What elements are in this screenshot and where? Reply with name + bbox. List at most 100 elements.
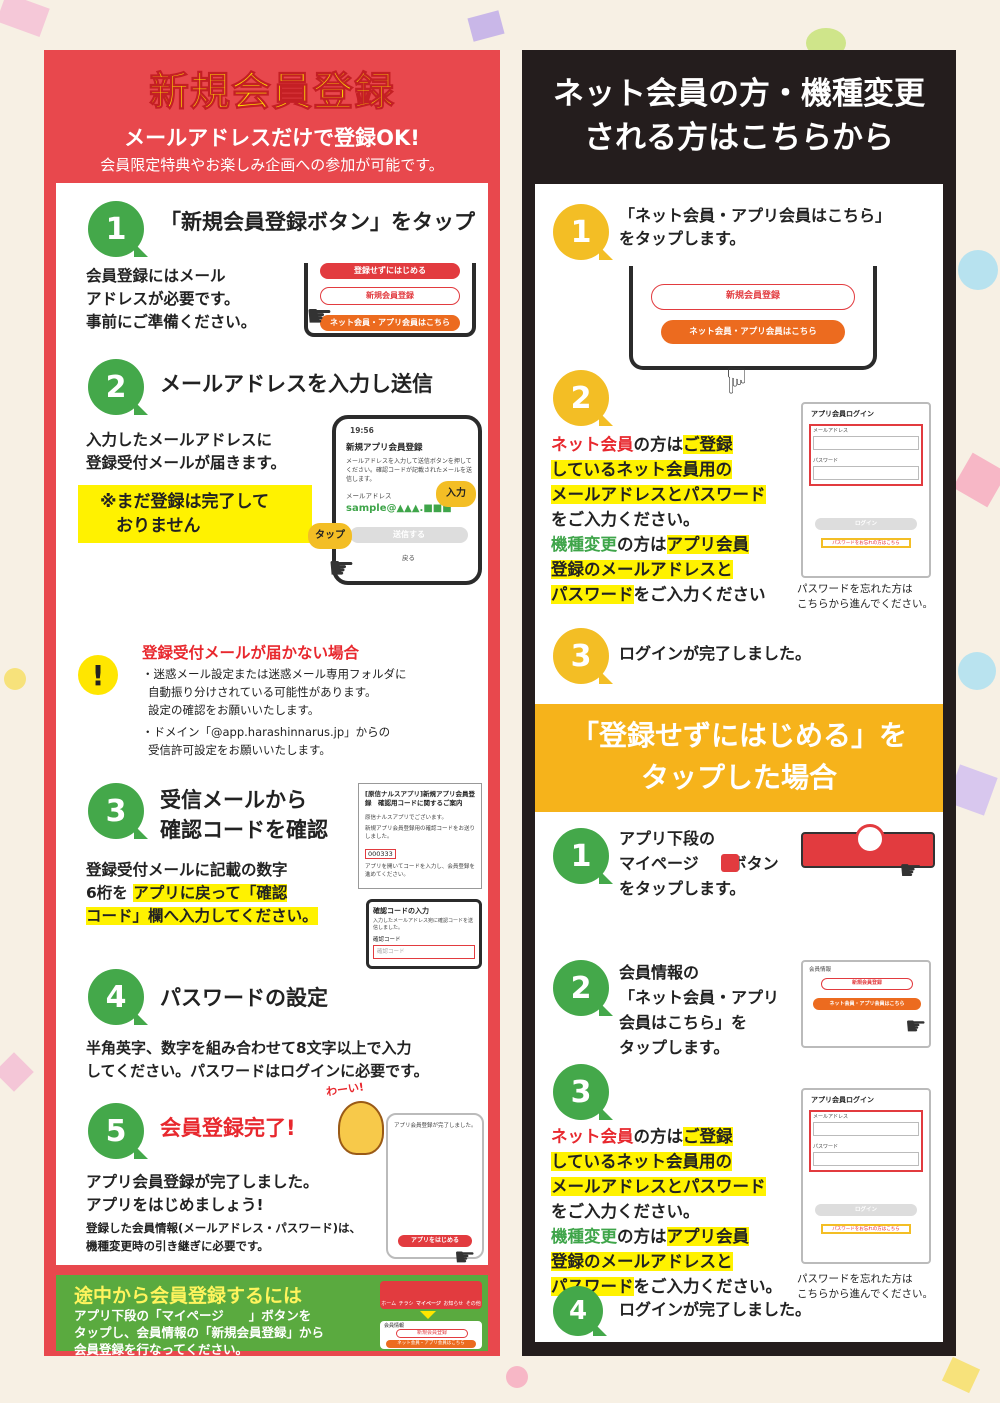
net-member-panel: ネット会員の方・機種変更 される方はこちらから 1 「ネット会員・アプリ会員はこ… — [522, 50, 956, 1356]
forgot-caption: パスワードを忘れた方は こちらから進んでください。 — [797, 582, 933, 612]
new-member-register-button[interactable]: 新規会員登録 — [821, 978, 913, 990]
code-screen-desc: 入力したメールアドレス宛に確認コードを送信しました。 — [373, 918, 474, 931]
password-label: パスワード — [813, 1144, 839, 1150]
start-app-button[interactable]: アプリをはじめる — [398, 1235, 472, 1247]
status-time: 19:56 — [350, 426, 374, 435]
text-line: ・迷惑メール設定または迷惑メール専用フォルダに — [142, 667, 407, 681]
tab-other[interactable]: その他 — [465, 1301, 481, 1307]
step5-text: アプリ会員登録が完了しました。 アプリをはじめましょう! — [86, 1171, 319, 1217]
net-member-button[interactable]: ネット会員・アプリ会員はこちら — [320, 315, 460, 331]
member-info-label: 会員情報 — [384, 1323, 405, 1329]
text-segment: ネット会員 — [551, 435, 634, 454]
text-line: コード」欄へ入力してください。 — [86, 905, 318, 928]
forgot-password-link[interactable]: パスワードをお忘れの方はこちら — [821, 538, 911, 548]
midway-text: アプリ下段の「マイページ 」ボタンを タップし、会員情報の「新規会員登録」から … — [74, 1307, 324, 1358]
pointing-hand-icon: ☛ — [306, 299, 333, 334]
step5-title: 会員登録完了! — [160, 1116, 296, 1140]
step1-text: 会員登録にはメール アドレスが必要です。 事前にご準備ください。 — [86, 265, 256, 334]
step-number-badge: 4 — [553, 1286, 607, 1336]
pointing-hand-icon: ☛ — [899, 856, 923, 886]
text-segment: の方は — [633, 435, 684, 454]
text-line: ※まだ登録は完了して — [100, 492, 270, 512]
net-member-button[interactable]: ネット会員・アプリ会員はこちら — [661, 320, 845, 344]
text-segment: をご入力ください — [633, 585, 766, 604]
login-button[interactable]: ログイン — [815, 1204, 917, 1216]
login-button[interactable]: ログイン — [815, 518, 917, 530]
login-fields-highlight — [809, 1110, 923, 1172]
stepB2-text: 会員情報の 「ネット会員・アプリ 会員はこちら」を タップします。 — [619, 960, 779, 1060]
text-line: 機種変更の方はアプリ会員 — [551, 532, 766, 557]
start-without-register-button[interactable]: 登録せずにはじめる — [320, 263, 460, 279]
email-field[interactable] — [813, 436, 919, 450]
new-member-header: 新規会員登録 メールアドレスだけで登録OK! 会員限定特典やお楽しみ企画への参加… — [44, 50, 500, 175]
net-member-header: ネット会員の方・機種変更 される方はこちらから — [522, 72, 956, 160]
send-button[interactable]: 送信する — [350, 527, 468, 543]
text-line: ネット会員の方はご登録 — [551, 432, 766, 457]
email-field[interactable]: sample@▲▲▲.■■■ — [346, 503, 452, 514]
member-info-label: 会員情報 — [809, 967, 832, 973]
confetti-decoration — [952, 452, 1000, 508]
mypage-tab-highlight[interactable] — [855, 824, 885, 854]
text-line: こちらから進んでください。 — [797, 598, 933, 610]
pointing-hand-icon: ☛ — [454, 1243, 476, 1271]
text-line: 機種変更時の引き継ぎに必要です。 — [86, 1239, 269, 1253]
text-segment: 機種変更 — [551, 535, 617, 554]
complete-screen-screenshot: アプリ会員登録が完了しました。 アプリをはじめる — [386, 1113, 484, 1259]
text-line: 受信メールから — [160, 788, 307, 812]
net-member-button[interactable]: ネット会員・アプリ会員はこちら — [386, 1340, 476, 1348]
step-number-badge: 2 — [553, 960, 613, 1016]
login-fields-highlight — [809, 424, 923, 486]
new-member-subtitle: メールアドレスだけで登録OK! — [124, 126, 420, 150]
new-member-panel: 新規会員登録 メールアドレスだけで登録OK! 会員限定特典やお楽しみ企画への参加… — [44, 50, 500, 1358]
password-field[interactable] — [813, 466, 919, 480]
step3-title: 受信メールから 確認コードを確認 — [160, 785, 328, 845]
code-screen-heading: 確認コードの入力 — [373, 907, 429, 915]
email-field[interactable] — [813, 1122, 919, 1136]
text-highlight: パスワード — [551, 585, 634, 604]
step-number-badge: 3 — [553, 1064, 613, 1120]
text-segment: をご入力ください。 — [551, 1202, 700, 1221]
text-line: をご入力ください。 — [551, 1199, 782, 1224]
register-screen-desc: メールアドレスを入力して送信ボタンを押してください。確認コードが記載されたメール… — [346, 458, 473, 483]
warning-text: ・迷惑メール設定または迷惑メール専用フォルダに 自動振り分けされている可能性があ… — [142, 665, 407, 759]
tab-flyer[interactable]: チラシ — [398, 1301, 414, 1307]
text-segment: の方は — [617, 1227, 667, 1246]
text-segment: をご入力ください。 — [551, 510, 700, 529]
text-segment: ネット会員 — [551, 1127, 634, 1146]
password-field[interactable] — [813, 1152, 919, 1166]
tab-news[interactable]: お知らせ — [443, 1301, 464, 1307]
start-without-register-steps-card: 1 アプリ下段の マイページ ボタン をタップします。 ☛ 2 会員情報の 「ネ… — [535, 812, 943, 1342]
text-segment: をご入力ください。 — [633, 1277, 783, 1296]
text-line: パスワードを忘れた方は — [797, 583, 913, 595]
step2-phone-screenshot: 19:56 新規アプリ会員登録 メールアドレスを入力して送信ボタンを押してくださ… — [332, 415, 482, 585]
member-info-screenshot: 会員情報 新規会員登録 ネット会員・アプリ会員はこちら — [380, 1321, 482, 1349]
text-line: マイページ ボタン — [619, 854, 779, 873]
text-line: 会員はこちら」を — [619, 1013, 748, 1032]
new-member-register-button[interactable]: 新規会員登録 — [396, 1329, 468, 1338]
step1-title: 「新規会員登録ボタン」をタップ — [160, 210, 475, 234]
code-input[interactable]: 確認コード — [373, 945, 475, 959]
net-member-button[interactable]: ネット会員・アプリ会員はこちら — [813, 998, 921, 1010]
text-line: 入力したメールアドレスに — [86, 431, 273, 449]
down-arrow-icon — [420, 1311, 436, 1319]
confetti-decoration — [467, 10, 505, 42]
text-line: 受信許可設定をお願いいたします。 — [148, 743, 331, 757]
text-line: 「ネット会員・アプリ会員はこちら」 — [619, 206, 892, 225]
bottom-tab-bar-screenshot — [801, 824, 935, 868]
text-line: アプリをはじめましょう! — [86, 1196, 264, 1214]
tab-mypage[interactable]: マイページ — [415, 1301, 441, 1307]
text-line: 登録のメールアドレスと — [551, 557, 766, 582]
text-line: タップし、会員情報の「新規会員登録」から — [74, 1325, 325, 1340]
login-screen-screenshot: アプリ会員ログイン メールアドレス パスワード ログイン パスワードをお忘れの方… — [801, 1088, 931, 1264]
new-member-register-button[interactable]: 新規会員登録 — [651, 284, 855, 310]
forgot-password-link[interactable]: パスワードをお忘れの方はこちら — [821, 1224, 911, 1234]
step-number-badge: 2 — [553, 370, 613, 426]
back-link[interactable]: 戻る — [402, 554, 415, 562]
tab-home[interactable]: ホーム — [381, 1301, 397, 1307]
tap-tag: タップ — [308, 523, 352, 549]
text-highlight: メールアドレスとパスワード — [551, 485, 766, 504]
text-line: 会員登録を行なってください。 — [74, 1342, 249, 1357]
new-member-register-button[interactable]: 新規会員登録 — [320, 287, 460, 305]
email-field-label: メールアドレス — [346, 492, 392, 500]
text-line: パスワードを忘れた方は — [797, 1273, 913, 1285]
